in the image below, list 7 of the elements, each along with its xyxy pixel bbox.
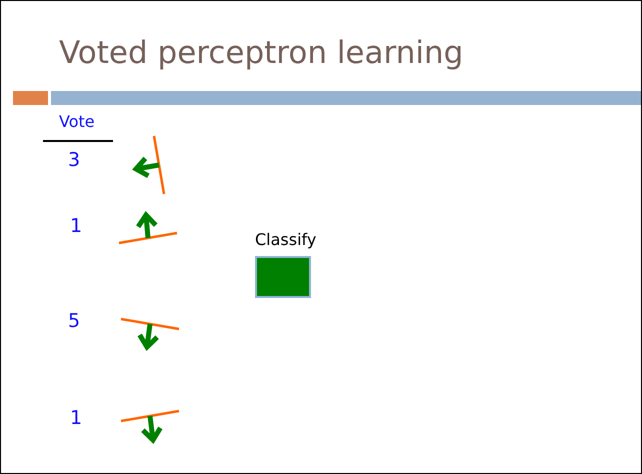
slide-title: Voted perceptron learning xyxy=(59,35,464,71)
node-heading: Classify xyxy=(255,230,318,249)
column-header: Vote xyxy=(59,112,95,131)
vote-count: 1 xyxy=(70,215,82,237)
vote-count: 5 xyxy=(68,310,80,332)
vote-count: 1 xyxy=(70,407,82,429)
vote-count: 3 xyxy=(68,149,80,171)
